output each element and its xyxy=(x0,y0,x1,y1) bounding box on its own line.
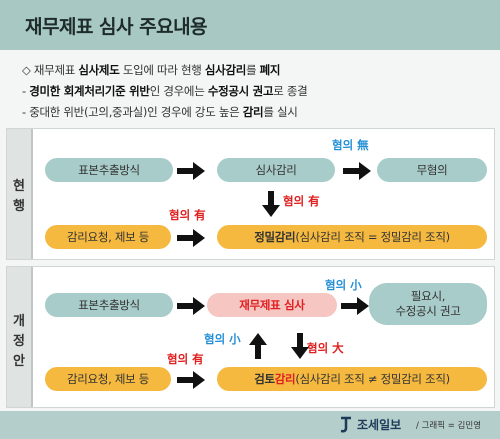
reform-side-label: 개 정 안 xyxy=(7,267,33,407)
intro-emphasis: 심사감리 xyxy=(204,63,247,77)
intro-emphasis: 경미한 회계처리기준 위반 xyxy=(29,84,150,98)
side-label-char: 행 xyxy=(13,199,25,214)
intro-line-3: - 중대한 위반(고의,중과실)인 경우에 강도 높은 감리를 실시 xyxy=(22,104,298,120)
current-sampling-box: 표본추출방식 xyxy=(45,158,173,182)
reform-section: 개 정 안 표본추출방식 재무제표 심사 필요시, 수정공시 권고 혐의 小 혐… xyxy=(6,266,495,408)
intro-emphasis: 수정공시 권고 xyxy=(207,84,274,98)
intro-text: 로 종결 xyxy=(273,84,308,98)
reform-request-box: 감리요청, 제보 등 xyxy=(45,367,171,391)
audit-title-black: 검토 xyxy=(254,372,275,386)
page-title: 재무제표 심사 주요내용 xyxy=(25,16,208,38)
small-suspicion-up-label: 혐의 小 xyxy=(204,332,241,346)
intro-text: ◇ 재무제표 xyxy=(22,63,79,77)
suspicion-left-label: 혐의 有 xyxy=(169,208,206,222)
current-side-label: 현 행 xyxy=(7,129,33,259)
intro-text: 인 경우에는 xyxy=(149,84,208,98)
precise-audit-note: (심사감리 조직 = 정밀감리 조직) xyxy=(295,230,450,244)
current-system-section: 현 행 표본추출방식 심사감리 무혐의 혐의 無 혐의 有 혐의 有 감리요청,… xyxy=(6,128,495,260)
intro-emphasis: 심사제도 xyxy=(78,63,120,77)
precise-audit-title: 정밀감리 xyxy=(254,230,296,244)
side-label-char: 안 xyxy=(13,354,25,369)
reform-result-box: 필요시, 수정공시 권고 xyxy=(369,283,487,325)
current-review-box: 심사감리 xyxy=(217,158,335,182)
footer-bar: 조세일보 / 그래픽 = 김민영 xyxy=(0,411,500,439)
intro-text: 도입에 따라 현행 xyxy=(119,63,205,77)
arrow-right-icon xyxy=(177,229,205,247)
side-label-char: 현 xyxy=(13,179,25,194)
result-line-2: 수정공시 권고 xyxy=(395,304,461,318)
intro-emphasis: 폐지 xyxy=(259,63,281,77)
intro-emphasis: 감리 xyxy=(242,105,264,119)
audit-note: (심사감리 조직 ≠ 정밀감리 조직) xyxy=(295,372,450,386)
footer-logo: 조세일보 xyxy=(357,418,402,432)
intro-text: 를 xyxy=(246,63,260,77)
side-label-char: 개 xyxy=(13,314,25,329)
current-clear-box: 무혐의 xyxy=(377,158,487,182)
intro-text: - 중대한 위반(고의,중과실)인 경우에 강도 높은 xyxy=(22,105,243,119)
current-precise-box: 정밀감리 (심사감리 조직 = 정밀감리 조직) xyxy=(217,225,487,249)
arrow-right-icon xyxy=(177,162,205,180)
arrow-down-icon xyxy=(291,333,309,359)
reform-sampling-box: 표본추출방식 xyxy=(45,293,173,317)
intro-text: 를 실시 xyxy=(263,105,298,119)
arrow-down-icon xyxy=(262,191,280,217)
arrow-up-icon xyxy=(249,333,267,359)
current-request-box: 감리요청, 제보 등 xyxy=(45,225,171,249)
logo-icon xyxy=(340,416,351,433)
reform-suspicion-left-label: 혐의 有 xyxy=(167,352,204,366)
intro-line-2: - 경미한 회계처리기준 위반인 경우에는 수정공시 권고로 종결 xyxy=(22,83,308,99)
side-label-char: 정 xyxy=(13,334,25,349)
small-suspicion-right-label: 혐의 小 xyxy=(325,278,362,292)
title-bar: 재무제표 심사 주요내용 xyxy=(0,0,500,50)
large-suspicion-label: 혐의 大 xyxy=(307,341,344,355)
arrow-right-icon xyxy=(177,371,205,389)
intro-line-1: ◇ 재무제표 심사제도 도입에 따라 현행 심사감리를 폐지 xyxy=(22,62,281,78)
no-suspicion-label: 혐의 無 xyxy=(332,138,369,152)
arrow-right-icon xyxy=(343,162,371,180)
intro-text: - xyxy=(22,84,30,98)
arrow-right-icon xyxy=(341,297,369,315)
audit-title-red: 감리 xyxy=(274,372,296,386)
arrow-right-icon xyxy=(177,297,205,315)
reform-review-box: 재무제표 심사 xyxy=(207,293,337,317)
suspicion-down-label: 혐의 有 xyxy=(283,194,320,208)
footer-credit: / 그래픽 = 김민영 xyxy=(416,421,482,431)
result-line-1: 필요시, xyxy=(410,289,446,303)
